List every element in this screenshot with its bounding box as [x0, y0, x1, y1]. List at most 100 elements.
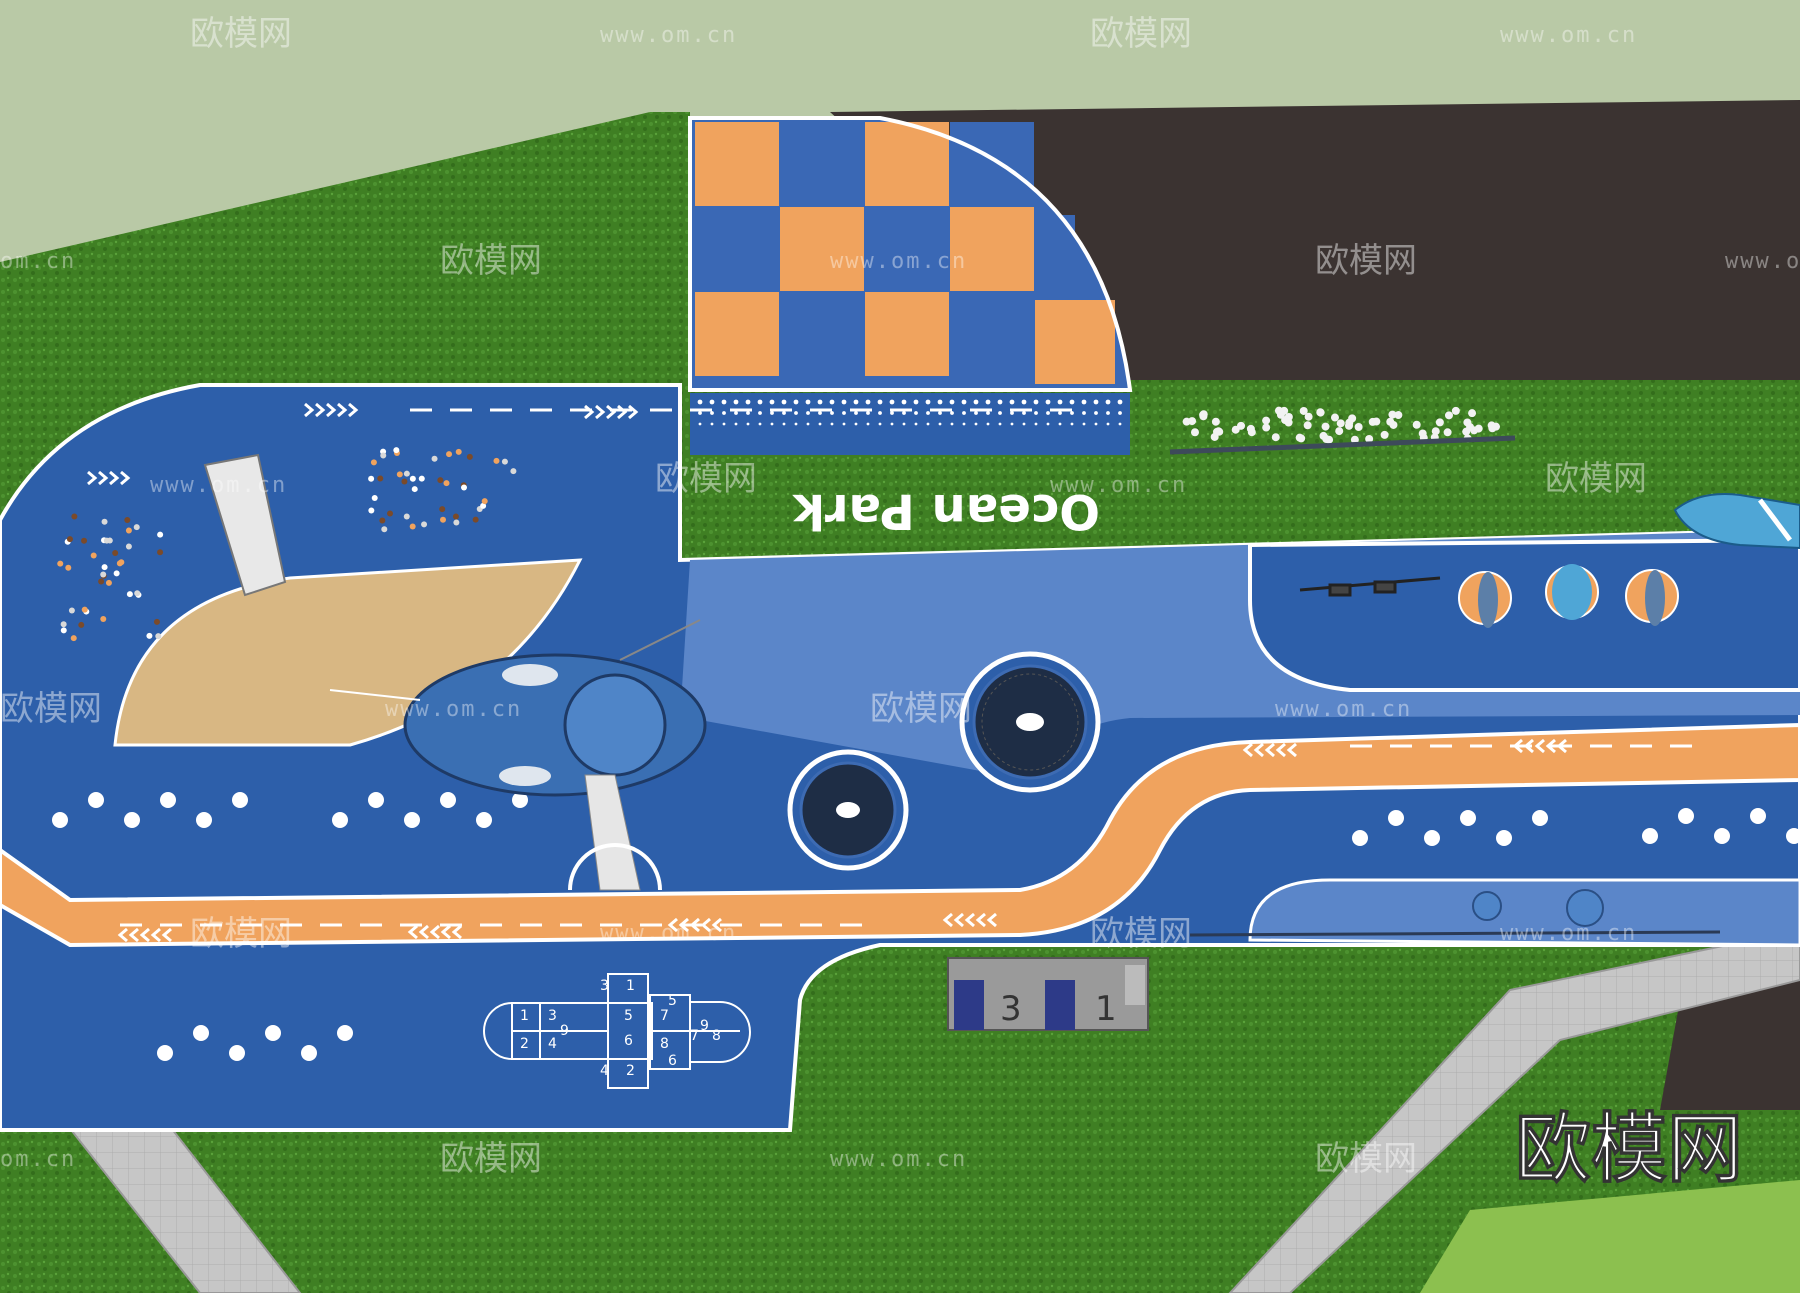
strip-dot [782, 422, 786, 426]
flower [1474, 424, 1483, 433]
climbing-hold [81, 537, 88, 544]
stepping-dot [301, 1045, 317, 1061]
stepping-dot [229, 1045, 245, 1061]
watermark-url: www.om.cn [830, 249, 967, 274]
trampoline-large [959, 651, 1101, 793]
stepping-dot [1424, 830, 1440, 846]
flower [1214, 427, 1223, 436]
climbing-hold [125, 543, 132, 550]
strip-dot [866, 422, 870, 426]
strip-dot [698, 422, 702, 426]
watermark-url: www.om.cn [385, 697, 522, 722]
watermark-brand: 欧模网 [1315, 1139, 1417, 1179]
service-stalls: 3 1 [947, 957, 1149, 1031]
strip-dot [805, 399, 811, 405]
strip-dot [830, 422, 834, 426]
hopscotch-number: 4 [548, 1036, 557, 1052]
stepping-dot [1352, 830, 1368, 846]
watermark-brand: 欧模网 [440, 1139, 542, 1179]
chevron [942, 912, 953, 928]
flower-bed [1182, 406, 1501, 444]
strip-dot [997, 399, 1003, 405]
chevron [87, 470, 98, 486]
strip-dot [1010, 422, 1014, 426]
dolphin-sculptures [1458, 564, 1679, 628]
strip-dot [709, 399, 715, 405]
chevron [418, 924, 429, 940]
climbing-hold [460, 484, 467, 491]
flower [1386, 417, 1395, 426]
strip-dot [746, 422, 750, 426]
strip-dot [1021, 399, 1027, 405]
checker-tile [1035, 300, 1115, 384]
climbing-hold [65, 564, 72, 571]
strip-dot [925, 399, 931, 405]
flower [1335, 427, 1344, 436]
climbing-hold [379, 517, 386, 524]
flower [1388, 410, 1397, 419]
watermark-url: www.om.cn [600, 921, 737, 946]
strip-dot [1118, 411, 1122, 415]
strip-dot [902, 422, 906, 426]
climbing-hold [98, 578, 105, 585]
strip-dot [998, 422, 1002, 426]
checkerboard-zone [688, 116, 1133, 392]
stepping-dot [1532, 810, 1548, 826]
stepping-dot [157, 1045, 173, 1061]
strip-dot [841, 399, 847, 405]
strip-dot [1046, 411, 1050, 415]
chevron [1275, 742, 1286, 758]
strip-dot [1034, 411, 1038, 415]
chevron [348, 402, 359, 418]
checker-tile [950, 292, 1034, 376]
checker-tile [950, 122, 1034, 206]
watermark-url: www.om.cn [1050, 473, 1187, 498]
strip-dot [926, 422, 930, 426]
flower [1412, 420, 1421, 429]
chevron [139, 927, 150, 943]
strip-dot [806, 411, 810, 415]
chevron [304, 402, 315, 418]
strip-dot [698, 411, 702, 415]
strip-dot [1022, 422, 1026, 426]
flower [1325, 435, 1334, 444]
flower [1488, 424, 1497, 433]
watermark-url: www.om.cn [600, 23, 737, 48]
dot-strip-dots [697, 399, 1123, 426]
walkway-right [1228, 928, 1800, 1293]
climbing-hold [452, 513, 459, 520]
chevron [975, 912, 986, 928]
stepping-dot [337, 1025, 353, 1041]
watermark-brand: 欧模网 [440, 241, 542, 281]
strip-dot [781, 399, 787, 405]
strip-dot [1105, 399, 1111, 405]
strip-dot [986, 411, 990, 415]
orange-lane [0, 722, 1800, 948]
flower [1319, 431, 1328, 440]
climbing-hold [387, 510, 394, 517]
strip-dot [1106, 422, 1110, 426]
strip-dot [1034, 422, 1038, 426]
checker-tile [780, 207, 864, 291]
strip-dot [926, 411, 930, 415]
chevron [617, 404, 628, 420]
strip-dot [734, 411, 738, 415]
strip-dot [1046, 422, 1050, 426]
flower [1468, 409, 1477, 418]
checker-tile [865, 207, 949, 291]
stepping-dot [1496, 830, 1512, 846]
strip-dot [1022, 411, 1026, 415]
climbing-hold [112, 549, 119, 556]
watermark-logo: 欧模网 [1515, 1104, 1743, 1193]
flower [1365, 434, 1374, 443]
strip-dot [937, 399, 943, 405]
climbing-hold [101, 518, 108, 525]
climbing-hold [510, 468, 517, 475]
strip-dot [1070, 422, 1074, 426]
hopscotch-number: 2 [626, 1063, 635, 1079]
strip-dot [1082, 411, 1086, 415]
strip-dot [806, 422, 810, 426]
checker-tile [950, 207, 1034, 291]
